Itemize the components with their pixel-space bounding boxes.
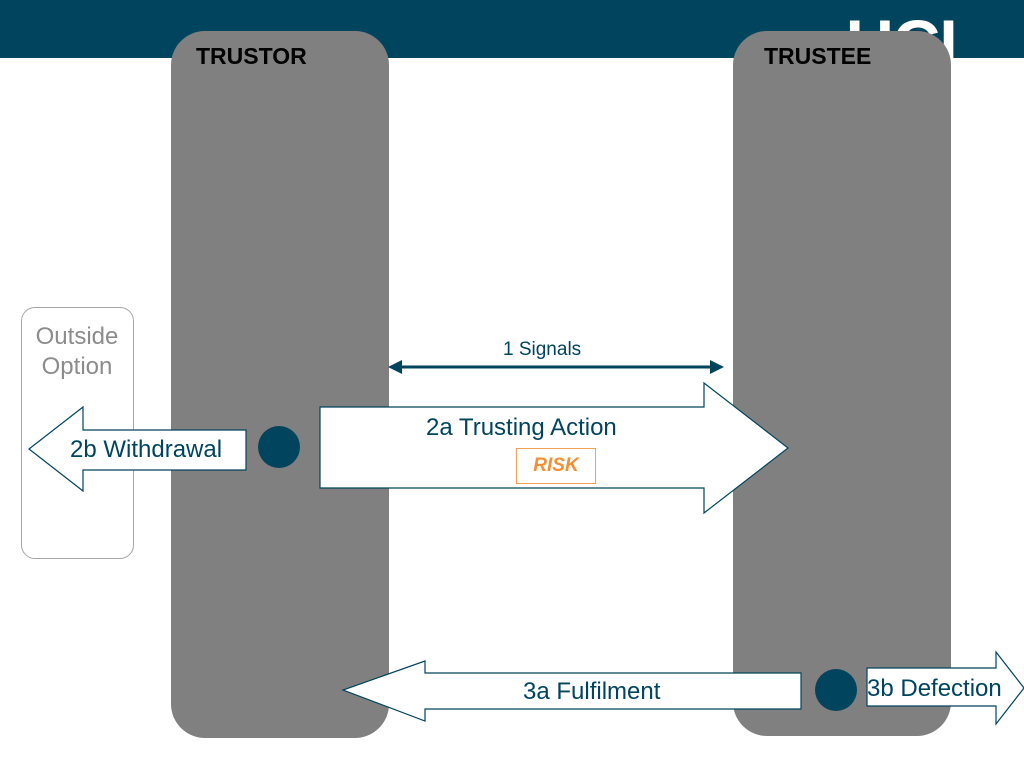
trustor-decision-node	[258, 426, 300, 468]
trustor-lane	[171, 31, 389, 738]
outside-option-line2: Option	[41, 353, 113, 380]
withdrawal-arrow	[28, 405, 247, 493]
trusting-action-label: 2a Trusting Action	[426, 414, 617, 441]
withdrawal-label: 2b Withdrawal	[70, 436, 223, 463]
trustor-title: TRUSTOR	[196, 43, 307, 69]
trustee-lane	[733, 31, 951, 736]
trustee-decision-node	[815, 669, 857, 711]
outside-option-label: Outside Option	[0, 322, 154, 382]
defection-arrow	[866, 650, 1024, 726]
fulfilment-arrow	[341, 660, 802, 722]
signals-label: 1 Signals	[503, 339, 582, 360]
defection-label: 3b Defection	[867, 675, 1002, 702]
signals-arrow	[388, 360, 724, 374]
outside-option-line1: Outside	[35, 323, 119, 350]
risk-badge: RISK	[516, 448, 596, 484]
fulfilment-label: 3a Fulfilment	[523, 678, 661, 705]
trustee-title: TRUSTEE	[764, 43, 872, 69]
